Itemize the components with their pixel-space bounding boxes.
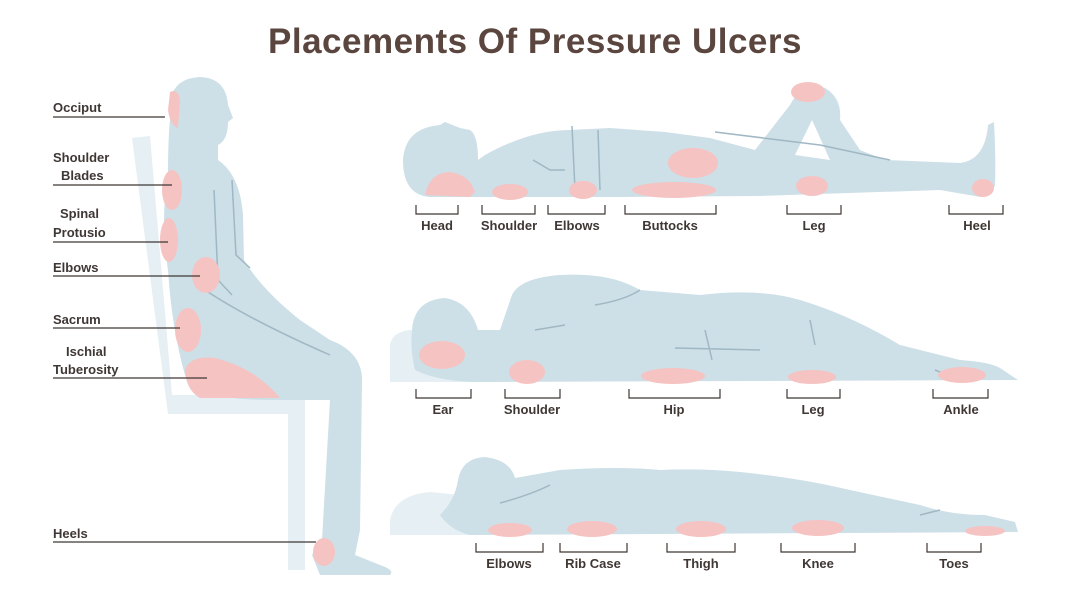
label-rib-case: Rib Case: [565, 556, 621, 571]
label-buttocks: Buttocks: [642, 218, 698, 233]
prone-figure: [390, 457, 1018, 537]
supine-figure: [403, 82, 996, 200]
label-head: Head: [421, 218, 453, 233]
label-thigh: Thigh: [683, 556, 719, 571]
label-shoulder: Shoulder: [480, 218, 538, 233]
chair: [132, 136, 305, 570]
label-toes: Toes: [939, 556, 969, 571]
page-title: Placements Of Pressure Ulcers: [268, 22, 802, 61]
label-shoulder: Shoulder: [503, 402, 561, 417]
seated-ulcers: [160, 91, 335, 566]
label-spinal-protusio-2: Protusio: [53, 225, 106, 240]
label-hip: Hip: [663, 402, 685, 417]
label-sacrum: Sacrum: [53, 312, 101, 327]
label-knee: Knee: [802, 556, 834, 571]
label-ischial-tuberosity-1: Ischial: [66, 344, 107, 359]
label-spinal-protusio-1: Spinal: [60, 206, 100, 221]
label-ischial-tuberosity-2: Tuberosity: [53, 362, 119, 377]
label-occiput: Occiput: [53, 100, 102, 115]
label-ear: Ear: [432, 402, 454, 417]
label-leg: Leg: [802, 218, 826, 233]
brackets: [415, 205, 1004, 553]
seated-body: [164, 77, 392, 575]
label-ankle: Ankle: [943, 402, 979, 417]
label-shoulder-blades-1: Shoulder: [53, 150, 110, 165]
label-heel: Heel: [963, 218, 991, 233]
label-heels: Heels: [53, 526, 88, 541]
label-elbows: Elbows: [554, 218, 600, 233]
label-elbows: Elbows: [486, 556, 532, 571]
seated-figure: [53, 77, 392, 575]
label-shoulder-blades-2: Blades: [61, 168, 104, 183]
label-elbows: Elbows: [53, 260, 99, 275]
label-leg: Leg: [801, 402, 825, 417]
lateral-figure: [390, 274, 1018, 384]
